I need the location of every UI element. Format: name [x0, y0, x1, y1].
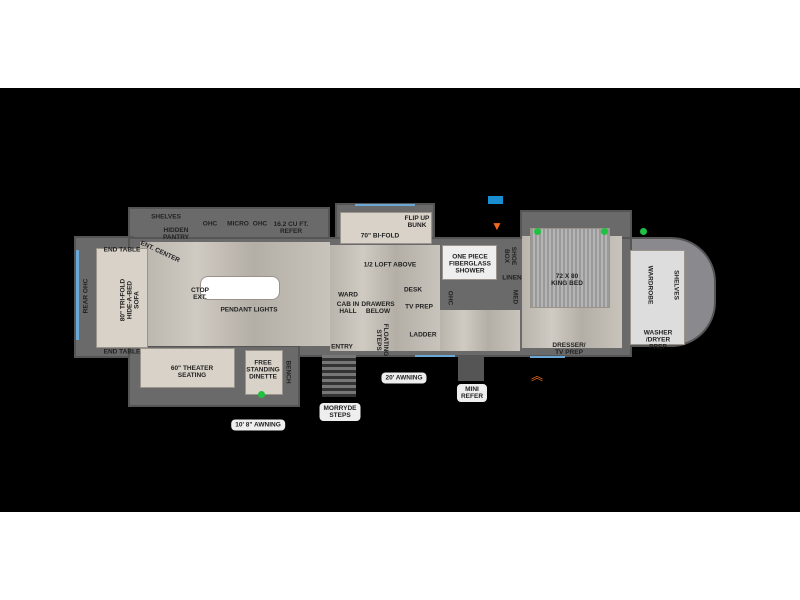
entry-steps: [322, 355, 356, 397]
closet: [630, 250, 685, 345]
label-morryde-steps: MORRYDE STEPS: [319, 403, 361, 421]
label-med: MED: [511, 289, 519, 305]
outlet-marker: [534, 228, 541, 235]
label-ohc: OHC: [202, 220, 218, 228]
label-shower: ONE PIECE FIBERGLASS SHOWER: [449, 253, 491, 275]
label-awning-mid: 20' AWNING: [381, 372, 427, 384]
theater-seating: [140, 348, 235, 388]
water-badge-icon: [488, 196, 503, 204]
window: [530, 356, 565, 358]
label-ctop-ext: CTOP EXT.: [191, 287, 209, 301]
dinette: [245, 350, 283, 395]
label-hidden-pantry: HIDDEN PANTRY: [163, 227, 189, 241]
chevron-up-icon: ︽: [531, 369, 544, 383]
label-flip-up-bunk: FLIP UP BUNK: [404, 215, 430, 229]
label-king-bed: 72 X 80 KING BED: [551, 273, 583, 287]
shower: [442, 245, 497, 280]
label-cab-in-hall: CAB IN HALL: [336, 301, 360, 315]
sofa: [96, 248, 148, 348]
label-linen: LINEN: [502, 274, 522, 282]
label-shelves-front: SHELVES: [672, 270, 680, 300]
label-ohc: OHC: [252, 220, 268, 228]
label-micro: MICRO: [227, 220, 249, 228]
label-floating-steps: FLOATING STEPS: [375, 323, 389, 357]
mini-refer-box: [458, 355, 484, 381]
bunk: [340, 212, 432, 244]
bunk-floor: [330, 245, 440, 351]
outlet-marker: [640, 228, 647, 235]
label-washer-dryer: WASHER /DRYER PREP: [643, 329, 673, 351]
label-wardrobe: WARDROBE: [646, 265, 654, 305]
outlet-marker: [258, 391, 265, 398]
label-tv-prep: TV PREP: [405, 303, 433, 311]
label-pendant-lights: PENDANT LIGHTS: [220, 306, 278, 314]
outlet-marker: [601, 228, 608, 235]
king-bed: [530, 228, 610, 308]
label-ward: WARD: [338, 291, 358, 299]
label-ladder: LADDER: [409, 331, 437, 339]
label-theater: 60" THEATER SEATING: [170, 365, 214, 379]
label-entry: ENTRY: [331, 343, 353, 351]
arrow-down-icon: ▼: [491, 219, 503, 233]
label-shoe-box: SHOE BOX: [503, 246, 517, 266]
label-refer: 16.2 CU FT. REFER: [273, 221, 309, 235]
label-drawers: DRAWERS BELOW: [361, 301, 395, 315]
label-end-table: END TABLE: [103, 246, 141, 254]
label-ohc-bath: OHC: [446, 290, 454, 306]
window: [76, 250, 79, 340]
label-desk: DESK: [403, 286, 423, 294]
label-end-table: END TABLE: [103, 348, 141, 356]
window: [415, 355, 455, 357]
kitchen-island: [200, 276, 280, 300]
label-rear-ohc: REAR OHC: [82, 278, 90, 314]
label-awning-left: 10' 8" AWNING: [231, 419, 285, 431]
label-dresser: DRESSER/ TV PREP: [552, 342, 586, 356]
label-sofa: 80" TRI-FOLD HIDE-A-BED SOFA: [119, 278, 141, 322]
window: [355, 204, 415, 206]
label-loft: 1/2 LOFT ABOVE: [363, 261, 417, 269]
label-dinette: FREE STANDING DINETTE: [246, 359, 280, 381]
label-mini-refer: MINI REFER: [456, 384, 488, 402]
label-shelves: SHELVES: [151, 213, 181, 221]
label-bench: BENCH: [284, 360, 292, 384]
hall-floor: [440, 310, 520, 351]
label-bifold: 70" BI-FOLD: [360, 232, 400, 240]
